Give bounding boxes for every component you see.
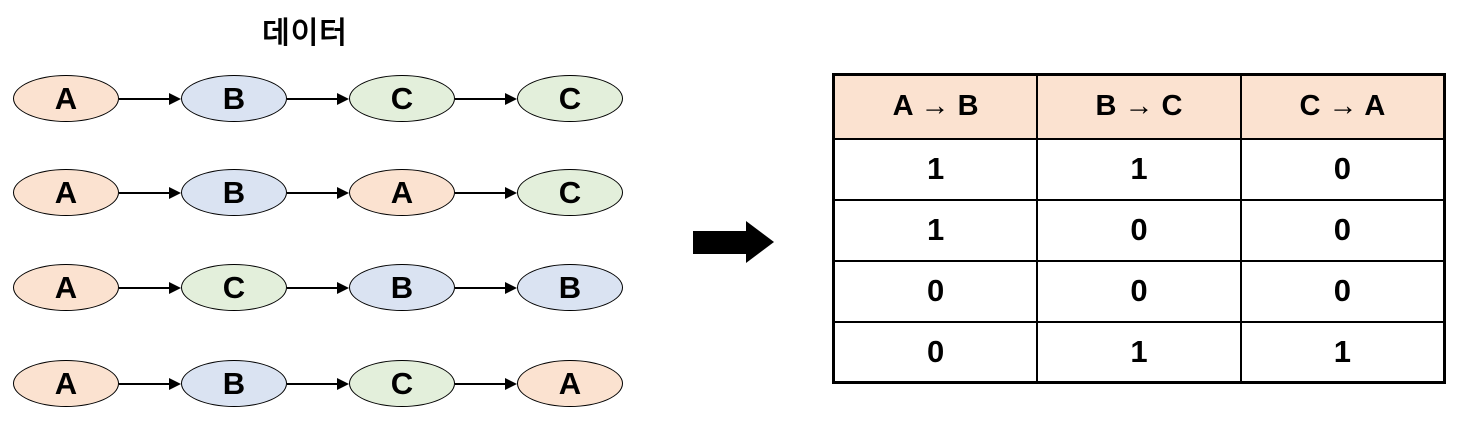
sequence-node: B [181, 75, 287, 122]
sequence-node: B [349, 264, 455, 311]
arrow-icon [287, 264, 349, 311]
sequence-node: A [13, 264, 119, 311]
arrow-icon [287, 360, 349, 407]
arrow-icon [119, 169, 181, 216]
sequence-node: B [181, 169, 287, 216]
diagram-title: 데이터 [262, 17, 348, 50]
table-cell: 1 [1036, 320, 1242, 384]
arrow-icon [455, 264, 517, 311]
table-cell: 0 [1239, 198, 1446, 262]
sequence-node: A [13, 169, 119, 216]
table-cell: 0 [1239, 137, 1446, 201]
transition-table: A → B B → C C → A 1 1 0 1 0 0 0 0 0 0 [832, 73, 1446, 384]
arrow-icon [455, 360, 517, 407]
sequence-node: A [13, 75, 119, 122]
table-cell: 0 [1036, 259, 1242, 323]
sequence-node: A [349, 169, 455, 216]
table-row: 1 1 0 [832, 137, 1446, 201]
table-cell: 1 [1036, 137, 1242, 201]
sequence-node: C [349, 360, 455, 407]
table-row: 0 1 1 [832, 320, 1446, 384]
sequence-row-3: A C B B [13, 264, 623, 311]
arrow-icon [455, 169, 517, 216]
sequence-node: B [181, 360, 287, 407]
arrow-icon [119, 360, 181, 407]
sequence-node: C [349, 75, 455, 122]
table-header-cell: A → B [832, 73, 1039, 140]
sequence-node: C [517, 169, 623, 216]
sequence-node: C [517, 75, 623, 122]
table-cell: 0 [1239, 259, 1446, 323]
sequence-row-2: A B A C [13, 169, 623, 216]
arrow-icon [119, 75, 181, 122]
arrow-icon [455, 75, 517, 122]
table-row: 0 0 0 [832, 259, 1446, 323]
table-cell: 0 [832, 259, 1039, 323]
sequence-node: C [181, 264, 287, 311]
sequence-node: B [517, 264, 623, 311]
arrow-icon [287, 169, 349, 216]
sequence-row-1: A B C C [13, 75, 623, 122]
arrow-icon [119, 264, 181, 311]
table-cell: 0 [832, 320, 1039, 384]
table-cell: 1 [832, 198, 1039, 262]
arrow-icon [287, 75, 349, 122]
table-header-cell: C → A [1239, 73, 1446, 140]
sequence-node: A [13, 360, 119, 407]
table-header-cell: B → C [1036, 73, 1242, 140]
table-cell: 0 [1036, 198, 1242, 262]
table-row: 1 0 0 [832, 198, 1446, 262]
transform-arrow-icon [693, 221, 774, 263]
sequence-row-4: A B C A [13, 360, 623, 407]
sequence-node: A [517, 360, 623, 407]
table-header-row: A → B B → C C → A [832, 73, 1446, 140]
table-cell: 1 [832, 137, 1039, 201]
table-cell: 1 [1239, 320, 1446, 384]
